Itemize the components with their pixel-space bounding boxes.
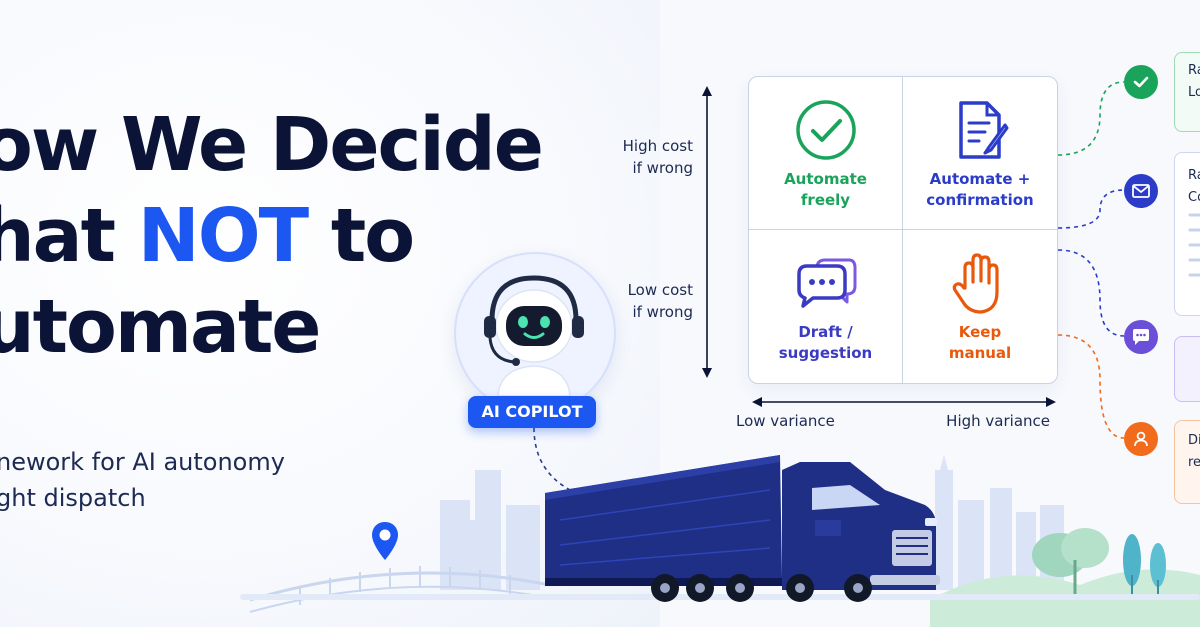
copilot-connector bbox=[533, 427, 571, 491]
matrix-cell-draft-suggestion: Draft / suggestion bbox=[749, 230, 903, 383]
chat-bubbles-icon bbox=[796, 258, 856, 308]
side-card-3 bbox=[1174, 336, 1200, 402]
subtitle: nework for AI autonomy ght dispatch bbox=[0, 444, 285, 516]
side-card-1-text: Ra Lo bbox=[1188, 60, 1200, 104]
y-axis-label-low: Low cost if wrong bbox=[600, 279, 693, 323]
raised-hand-icon bbox=[952, 253, 999, 314]
truck-illustration bbox=[545, 455, 940, 602]
bridge bbox=[249, 566, 551, 613]
x-axis bbox=[752, 397, 1056, 407]
headline-line-2-suffix: to bbox=[307, 193, 415, 279]
mail-icon bbox=[1124, 174, 1158, 208]
matrix-cell-automate-freely: Automate freely bbox=[749, 77, 903, 230]
ground-line bbox=[240, 594, 1200, 600]
side-card-1-line-2: Lo bbox=[1188, 85, 1200, 100]
cell-label-line: freely bbox=[800, 191, 851, 209]
y-axis-label-high: High cost if wrong bbox=[600, 135, 693, 179]
matrix-cell-label: Automate + confirmation bbox=[903, 169, 1057, 211]
person-icon bbox=[1124, 422, 1158, 456]
matrix-cell-automate-confirmation: Automate + confirmation bbox=[903, 77, 1057, 230]
headline-line-2-prefix: hat bbox=[0, 193, 116, 279]
x-axis-label-low: Low variance bbox=[736, 412, 835, 430]
y-axis-label-high-line-2: if wrong bbox=[632, 159, 693, 177]
headline-line-3: utomate bbox=[0, 284, 321, 370]
side-card-4 bbox=[1174, 420, 1200, 504]
y-axis-label-low-line-1: Low cost bbox=[627, 281, 693, 299]
side-card-2-line-2: Co bbox=[1188, 190, 1200, 205]
headline-accent-not: NOT bbox=[137, 193, 309, 279]
side-card-2-text: Ra Co bbox=[1188, 165, 1200, 209]
cell-label-line: manual bbox=[948, 344, 1012, 362]
check-circle-icon bbox=[795, 100, 856, 160]
side-card-4-text: Di re bbox=[1188, 430, 1200, 474]
y-axis-label-low-line-2: if wrong bbox=[632, 303, 693, 321]
side-card-2 bbox=[1174, 152, 1200, 316]
headline: ow We Decide hat NOT to utomate bbox=[0, 100, 544, 373]
location-pin-icon bbox=[372, 522, 398, 560]
ai-copilot-badge: AI COPILOT bbox=[468, 396, 596, 428]
matrix-cell-label: Automate freely bbox=[749, 169, 902, 211]
y-axis-label-high-line-1: High cost bbox=[622, 137, 693, 155]
decision-matrix: Automate freely Automate + confirmation bbox=[748, 76, 1058, 384]
side-card-2-line-1: Ra bbox=[1188, 168, 1200, 183]
document-pen-icon bbox=[959, 101, 1009, 159]
side-card-1-line-1: Ra bbox=[1188, 63, 1200, 78]
cell-label-line: confirmation bbox=[926, 191, 1034, 209]
subtitle-line-1: nework for AI autonomy bbox=[0, 448, 285, 476]
cell-label-line: suggestion bbox=[778, 344, 873, 362]
cell-label-line: Keep bbox=[958, 323, 1002, 341]
matrix-cell-keep-manual: Keep manual bbox=[903, 230, 1057, 383]
chat-icon bbox=[1124, 320, 1158, 354]
check-icon bbox=[1124, 65, 1158, 99]
y-axis bbox=[702, 86, 712, 378]
trees bbox=[1032, 528, 1166, 598]
x-axis-label-high: High variance bbox=[946, 412, 1050, 430]
side-card-4-line-1: Di bbox=[1188, 433, 1200, 448]
side-card-4-line-2: re bbox=[1188, 455, 1200, 470]
matrix-cell-label: Keep manual bbox=[903, 322, 1057, 364]
robot-headset-icon bbox=[484, 275, 584, 396]
headline-line-2: hat NOT to bbox=[0, 191, 542, 282]
cell-label-line: Automate + bbox=[929, 170, 1031, 188]
cell-label-line: Automate bbox=[784, 170, 867, 188]
cell-label-line: Draft / bbox=[798, 323, 853, 341]
subtitle-line-2: ght dispatch bbox=[0, 484, 146, 512]
side-connectors bbox=[1057, 81, 1125, 439]
headline-line-1: ow We Decide bbox=[0, 102, 544, 188]
side-card-1 bbox=[1174, 52, 1200, 132]
matrix-cell-label: Draft / suggestion bbox=[749, 322, 902, 364]
